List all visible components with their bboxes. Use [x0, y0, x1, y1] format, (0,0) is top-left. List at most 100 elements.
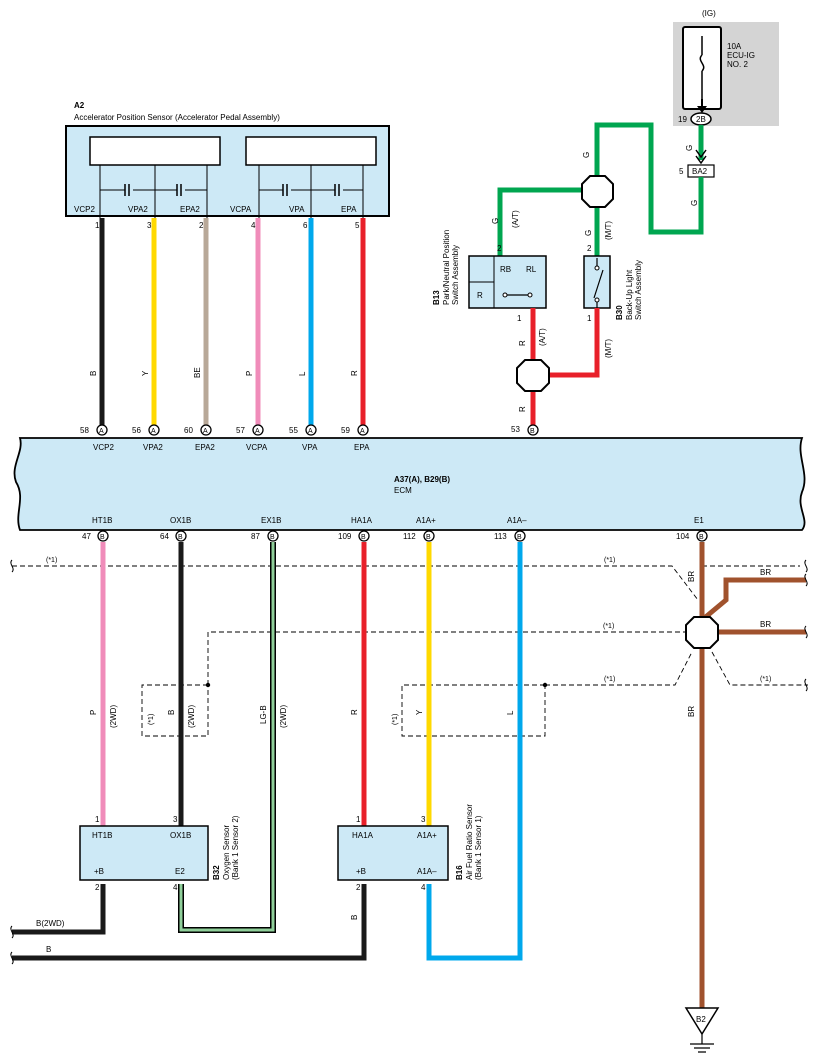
b16-t-ha1a: HA1A: [352, 831, 374, 840]
ecm-pin-53: 53: [511, 425, 520, 434]
dashed-variants: [12, 565, 808, 737]
green-wires: BA2 5 G G G G (A/T) G (M/T): [491, 122, 715, 258]
ecm-pin-64-conn: B: [178, 534, 183, 541]
b30-switch: 2 1 B30 Back-Up Light Switch Assembly: [583, 244, 643, 323]
ecm-pin-112: 112: [403, 532, 416, 541]
a2-pin-6: 6: [303, 221, 308, 230]
fuse-icon: [699, 36, 705, 99]
ecm-label-a1a-minus: A1A–: [507, 516, 527, 525]
b16-pin-1: 1: [356, 815, 361, 824]
ecm-codes: A37(A), B29(B): [394, 475, 450, 484]
ground-wires: BR BR BR BR B2: [684, 542, 808, 1053]
b30-wire-top: G: [584, 230, 593, 236]
a2-t-epa2: EPA2: [180, 205, 200, 214]
ecm-pin-56: 56: [132, 426, 141, 435]
b16-pin-4: 4: [421, 883, 426, 892]
fuse-pin-number: 19: [678, 115, 687, 124]
a2-pin-5: 5: [355, 221, 360, 230]
wire-b: B: [89, 371, 98, 376]
b13-name-1: Park/Neutral Position: [442, 230, 451, 305]
fuse-block: (IG) 10A ECU-IG NO. 2 2B 19: [673, 9, 779, 126]
ecm-pin-60-conn: A: [203, 428, 208, 435]
b32-t-ht1b: HT1B: [92, 831, 112, 840]
b32-t-e2: E2: [175, 867, 185, 876]
a2-t-vpa: VPA: [289, 205, 305, 214]
ecm-pin-60: 60: [184, 426, 193, 435]
lower-wire-y: Y: [415, 709, 424, 715]
r-wire-lower-label: R: [518, 406, 527, 412]
ecm-pin-55: 55: [289, 426, 298, 435]
note-star1-a: (*1): [46, 557, 57, 564]
b30-name-2: Switch Assembly: [634, 260, 643, 320]
b32-pin-1: 1: [95, 815, 100, 824]
ecm-pin-113: 113: [494, 532, 507, 541]
b32-t-plusb: +B: [94, 867, 104, 876]
bottom-wire-b2wd: B(2WD): [36, 919, 65, 928]
ecm-pin-47: 47: [82, 532, 91, 541]
ecm-pin-56-conn: A: [151, 428, 156, 435]
junction-red: [516, 359, 550, 392]
note-star1-f: (*1): [148, 714, 155, 725]
wire-be: BE: [193, 367, 202, 378]
b32-pin-2: 2: [95, 883, 100, 892]
note-star1-e: (*1): [760, 676, 771, 683]
b13-pin-top: 2: [497, 244, 502, 253]
ecm-pin-58-conn: A: [99, 428, 104, 435]
b16-name-2: (Bank 1 Sensor 1): [474, 815, 483, 880]
fuse-name-1: ECU-IG: [727, 51, 755, 60]
a2-pin-2: 2: [199, 221, 204, 230]
b30-code: B30: [615, 305, 624, 320]
wire-l: L: [298, 371, 307, 376]
ecm-pin-59-conn: A: [360, 428, 365, 435]
b30-pin-top: 2: [587, 244, 592, 253]
wire-r: R: [350, 370, 359, 376]
b16-code: B16: [455, 865, 464, 880]
ecm-label-epa2: EPA2: [195, 443, 215, 452]
ecm-top-pins: 58 A 56 A 60 A 57 A 55 A 59 A: [80, 424, 369, 436]
ecm-pin-57: 57: [236, 426, 245, 435]
b16-name-1: Air Fuel Ratio Sensor: [465, 804, 474, 880]
b13-t-rb: RB: [500, 265, 511, 274]
a2-t-epa: EPA: [341, 205, 357, 214]
ecm-label-ox1b: OX1B: [170, 516, 191, 525]
ba2-pin: 5: [679, 167, 684, 176]
ecm-body: VCP2 VPA2 EPA2 VCPA VPA EPA A37(A), B29(…: [13, 437, 806, 531]
ecm-pin-57-conn: A: [255, 428, 260, 435]
a2-code: A2: [74, 101, 85, 110]
b30-pin-bottom: 1: [587, 314, 592, 323]
ecm-label-ht1b: HT1B: [92, 516, 112, 525]
br-right-1: BR: [760, 568, 771, 577]
b16-sensor: 1 3 HA1A A1A+ +B A1A– 2 4 B16 Air Fuel R…: [337, 804, 483, 892]
ecm-pin-64: 64: [160, 532, 169, 541]
b32-t-ox1b: OX1B: [170, 831, 191, 840]
ecm-pin-109-conn: B: [361, 534, 366, 541]
ecm-pin-87: 87: [251, 532, 260, 541]
b13-t-rl: RL: [526, 265, 537, 274]
b13-wire-top: G: [491, 218, 500, 224]
b13-wire-top-note: (A/T): [511, 210, 520, 228]
ecm-pin-109: 109: [338, 532, 352, 541]
b13-wire-bottom-note: (A/T): [538, 328, 547, 346]
a2-sensor: A2 Accelerator Position Sensor (Accelera…: [65, 101, 390, 218]
green-label-3: G: [685, 145, 694, 151]
lower-wire-b-note: (2WD): [187, 705, 196, 728]
b13-code: B13: [432, 290, 441, 305]
b32-sensor: 1 3 HT1B OX1B +B E2 2 4 B32 Oxygen Senso…: [79, 815, 240, 892]
a2-t-vpa2: VPA2: [128, 205, 148, 214]
ecm-label-a1a-plus: A1A+: [416, 516, 436, 525]
b30-wire-top-note: (M/T): [604, 221, 613, 240]
ecm-label-vpa2: VPA2: [143, 443, 163, 452]
br-right-2: BR: [760, 620, 771, 629]
note-star1-b: (*1): [604, 557, 615, 564]
wire-y: Y: [141, 370, 150, 376]
fuse-ig-label: (IG): [702, 9, 716, 18]
lower-wire-b: B: [167, 710, 176, 715]
fuse-rating: 10A: [727, 42, 742, 51]
ecm-pin-104: 104: [676, 532, 690, 541]
b32-pin-4: 4: [173, 883, 178, 892]
ba2-code: BA2: [692, 167, 708, 176]
note-star1-g: (*1): [392, 714, 399, 725]
green-label-2: G: [690, 200, 699, 206]
b32-name-1: Oxygen Sensor: [222, 825, 231, 880]
fuse-pin-code: 2B: [696, 115, 706, 124]
